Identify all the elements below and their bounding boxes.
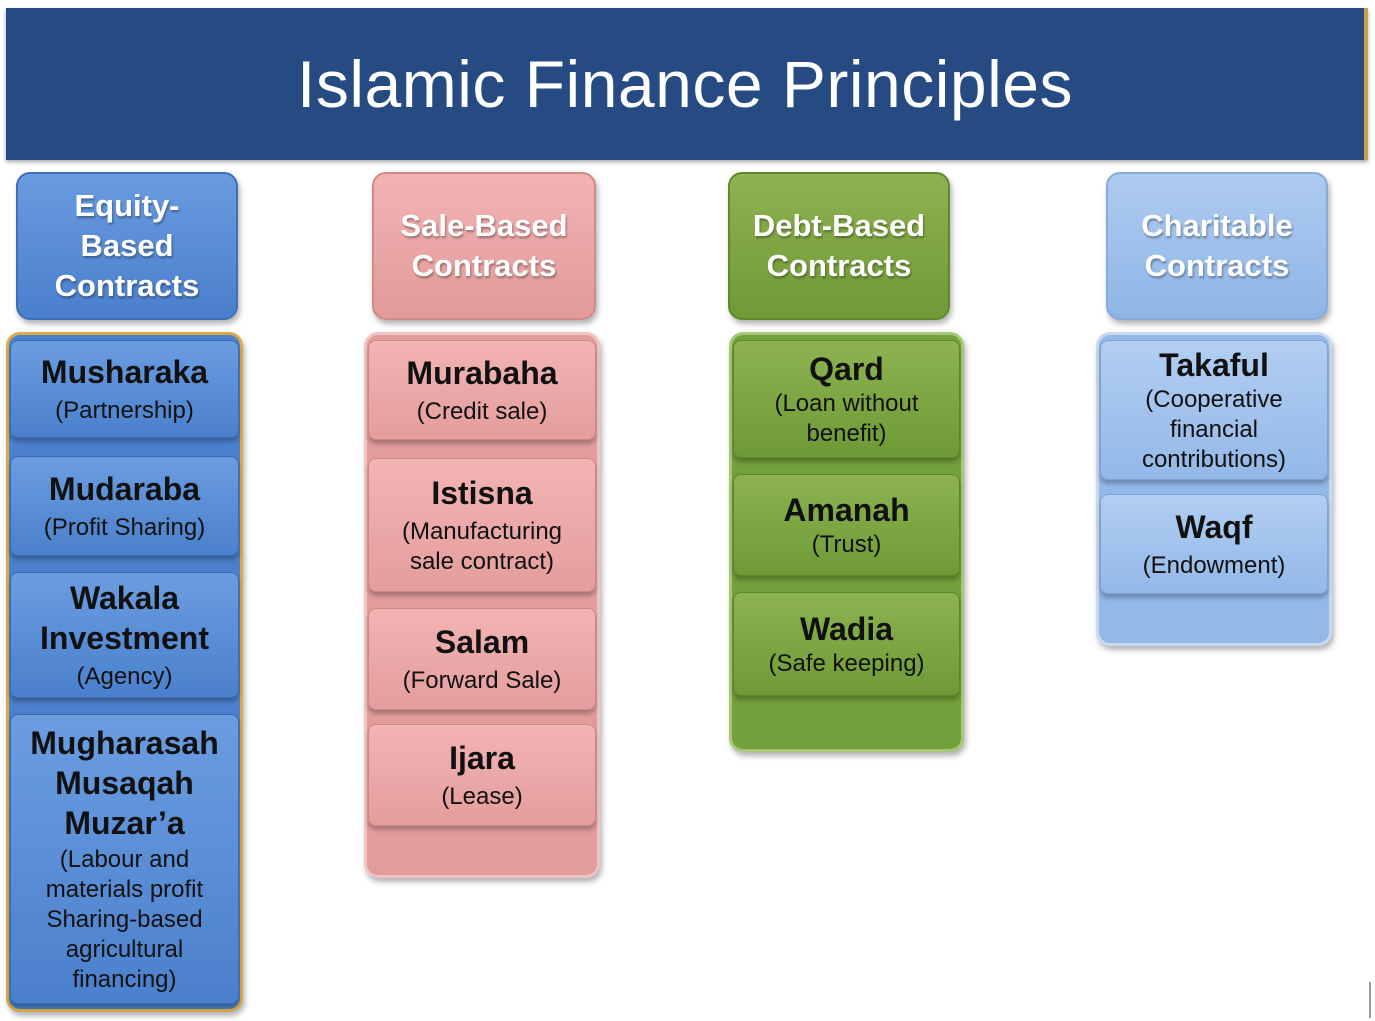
card-title: Istisna (431, 475, 533, 511)
title-banner: Islamic Finance Principles (6, 8, 1368, 160)
card-title: Wadia (799, 611, 894, 647)
card-ijara: Ijara (Lease) (368, 724, 596, 826)
heading-equity-based: Equity- Based Contracts (16, 172, 238, 320)
card-murabaha: Murabaha (Credit sale) (368, 340, 596, 440)
card-subtitle: (Profit Sharing) (43, 514, 206, 541)
card-waqf: Waqf (Endowment) (1100, 494, 1328, 594)
card-salam: Salam (Forward Sale) (368, 608, 596, 710)
card-title: Qard (809, 351, 884, 387)
card-qard: Qard (Loan without benefit) (733, 340, 960, 458)
heading-text: Charitable Contracts (1141, 208, 1293, 283)
card-musharaka: Musharaka (Partnership) (10, 340, 239, 438)
card-wakala-investment: Wakala Investment (Agency) (10, 572, 239, 698)
card-mudaraba: Mudaraba (Profit Sharing) (10, 456, 239, 556)
card-subtitle: (Partnership) (55, 397, 194, 424)
card-subtitle: (Forward Sale) (402, 667, 562, 694)
heading-text: Debt-Based Contracts (752, 208, 926, 283)
heading-text: Equity- Based Contracts (54, 188, 200, 303)
card-subtitle: (Loan without benefit) (774, 390, 919, 447)
card-takaful: Takaful (Cooperative financial contribut… (1100, 340, 1328, 480)
card-title: Mugharasah Musaqah Muzar’a (30, 725, 219, 841)
card-subtitle: (Endowment) (1142, 552, 1286, 579)
card-title: Mudaraba (48, 471, 201, 507)
card-title: Takaful (1159, 347, 1269, 383)
card-title: Amanah (783, 492, 910, 528)
card-subtitle: (Agency) (76, 663, 173, 690)
card-mugharasah: Mugharasah Musaqah Muzar’a (Labour and m… (10, 714, 239, 1004)
card-title: Ijara (449, 740, 515, 776)
card-title: Wakala Investment (40, 580, 209, 656)
edge-line (1369, 982, 1371, 1018)
card-subtitle: (Trust) (811, 531, 882, 558)
heading-charitable: Charitable Contracts (1106, 172, 1328, 320)
heading-sale-based: Sale-Based Contracts (372, 172, 596, 320)
heading-debt-based: Debt-Based Contracts (728, 172, 950, 320)
card-amanah: Amanah (Trust) (733, 474, 960, 576)
heading-text: Sale-Based Contracts (400, 208, 568, 283)
card-subtitle: (Labour and materials profit Sharing-bas… (45, 846, 204, 993)
card-subtitle: (Manufacturing sale contract) (401, 518, 563, 575)
card-subtitle: (Safe keeping) (768, 650, 925, 677)
card-title: Musharaka (40, 354, 209, 390)
card-title: Waqf (1175, 509, 1253, 545)
page-title: Islamic Finance Principles (297, 47, 1073, 121)
card-subtitle: (Cooperative financial contributions) (1141, 386, 1287, 473)
card-subtitle: (Lease) (441, 783, 523, 810)
card-wadia: Wadia (Safe keeping) (733, 592, 960, 696)
card-title: Murabaha (406, 355, 558, 391)
card-title: Salam (434, 624, 530, 660)
card-istisna: Istisna (Manufacturing sale contract) (368, 458, 596, 592)
card-subtitle: (Credit sale) (416, 398, 548, 425)
